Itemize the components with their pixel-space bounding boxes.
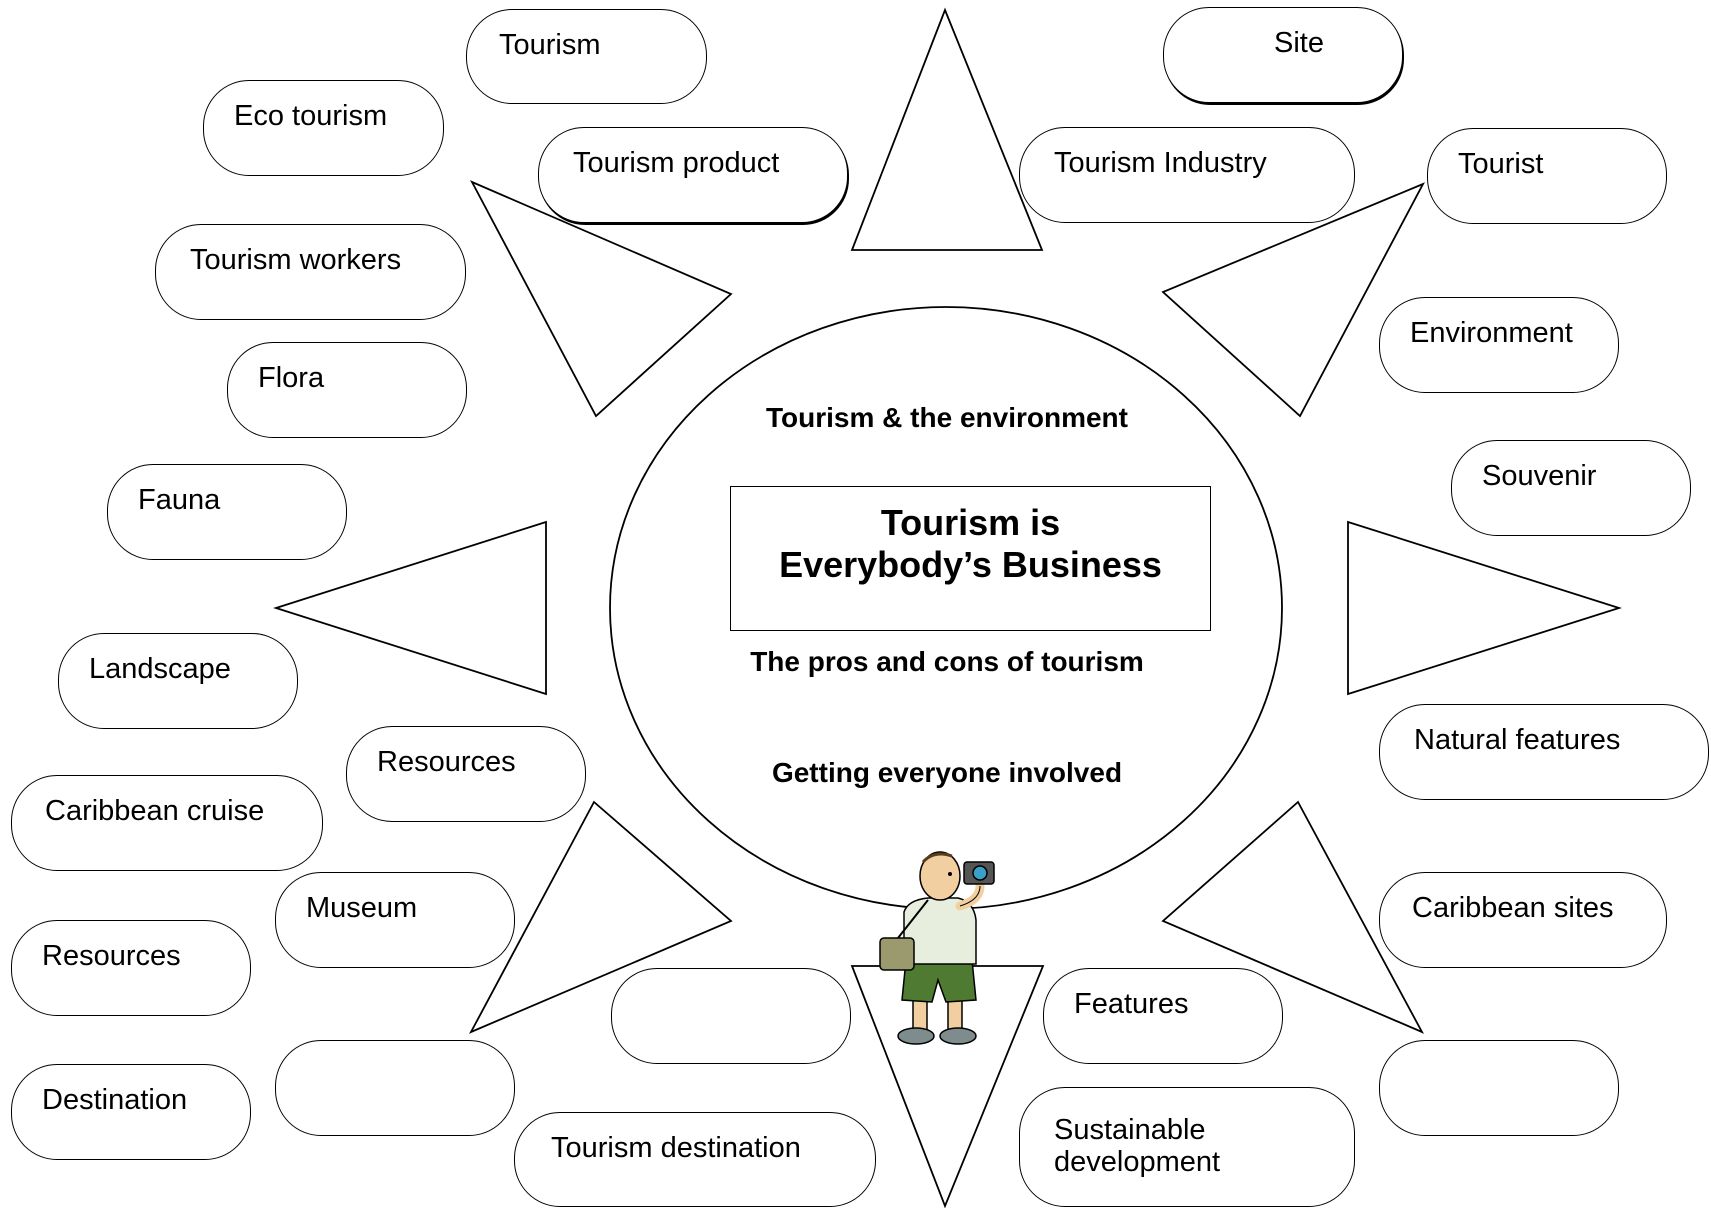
term-box-destination: Destination bbox=[11, 1064, 251, 1160]
term-box-tourism-product: Tourism product bbox=[538, 127, 848, 223]
term-box-tourist: Tourist bbox=[1427, 128, 1667, 224]
term-box-tourism-workers: Tourism workers bbox=[155, 224, 466, 320]
term-label: Museum bbox=[306, 892, 418, 924]
term-box-tourism: Tourism bbox=[466, 9, 707, 104]
term-label: Tourism product bbox=[573, 147, 780, 179]
term-box-museum: Museum bbox=[275, 872, 515, 968]
subtopic-pros-cons: The pros and cons of tourism bbox=[750, 646, 1144, 677]
term-box-caribbean-cruise: Caribbean cruise bbox=[11, 775, 323, 871]
term-box-resources-2: Resources bbox=[11, 920, 251, 1016]
term-box-souvenir: Souvenir bbox=[1451, 440, 1691, 536]
term-box-tourism-destination: Tourism destination bbox=[514, 1112, 876, 1207]
term-box-blank-1 bbox=[611, 968, 851, 1064]
term-label-line-1: Sustainable bbox=[1054, 1114, 1206, 1146]
term-label: Tourism bbox=[499, 29, 601, 61]
term-label: Resources bbox=[42, 940, 181, 972]
term-label-line-2: development bbox=[1054, 1146, 1221, 1178]
term-label: Natural features bbox=[1414, 724, 1621, 756]
triangle-right bbox=[1347, 520, 1622, 696]
term-box-sustainable-development: Sustainable development bbox=[1019, 1087, 1355, 1207]
term-label: Eco tourism bbox=[234, 100, 388, 132]
term-box-environment: Environment bbox=[1379, 297, 1619, 393]
term-box-natural-features: Natural features bbox=[1379, 704, 1709, 800]
subtopic-environment: Tourism & the environment bbox=[766, 402, 1128, 433]
term-label: Tourist bbox=[1458, 148, 1544, 180]
term-box-landscape: Landscape bbox=[58, 633, 298, 729]
term-label: Site bbox=[1274, 27, 1324, 59]
tourist-with-camera-icon bbox=[879, 851, 995, 1045]
term-box-flora: Flora bbox=[227, 342, 467, 438]
term-label: Environment bbox=[1410, 317, 1573, 349]
title-line-1: Tourism is bbox=[880, 502, 1061, 543]
triangle-top-right bbox=[1161, 182, 1425, 418]
term-box-site: Site bbox=[1163, 7, 1403, 103]
term-box-resources-1: Resources bbox=[346, 726, 586, 822]
term-label: Fauna bbox=[138, 484, 221, 516]
term-box-tourism-industry: Tourism Industry bbox=[1019, 127, 1355, 223]
term-box-blank-2 bbox=[275, 1040, 515, 1136]
term-box-caribbean-sites: Caribbean sites bbox=[1379, 872, 1667, 968]
triangle-top-left bbox=[470, 180, 733, 418]
term-label: Resources bbox=[377, 746, 516, 778]
term-label: Tourism Industry bbox=[1054, 147, 1267, 179]
term-box-features: Features bbox=[1043, 968, 1283, 1064]
term-label: Tourism workers bbox=[190, 244, 402, 276]
triangle-bottom-right bbox=[1161, 800, 1425, 1034]
term-label: Souvenir bbox=[1482, 460, 1597, 492]
term-box-blank-3 bbox=[1379, 1040, 1619, 1136]
term-label: Caribbean sites bbox=[1412, 892, 1614, 924]
subtopic-involved: Getting everyone involved bbox=[771, 757, 1123, 788]
triangle-left bbox=[273, 520, 547, 696]
term-label: Caribbean cruise bbox=[45, 795, 265, 827]
term-box-fauna: Fauna bbox=[107, 464, 347, 560]
triangle-bottom-left bbox=[468, 800, 733, 1034]
term-box-eco-tourism: Eco tourism bbox=[203, 80, 444, 176]
term-label: Tourism destination bbox=[551, 1132, 801, 1164]
term-label: Destination bbox=[42, 1084, 188, 1116]
term-label: Landscape bbox=[89, 653, 231, 685]
triangle-top bbox=[850, 7, 1044, 251]
term-label: Flora bbox=[258, 362, 325, 394]
central-title-box: Tourism is Everybody’s Business bbox=[730, 486, 1211, 631]
term-label: Features bbox=[1074, 988, 1189, 1020]
title-line-2: Everybody’s Business bbox=[779, 544, 1162, 585]
